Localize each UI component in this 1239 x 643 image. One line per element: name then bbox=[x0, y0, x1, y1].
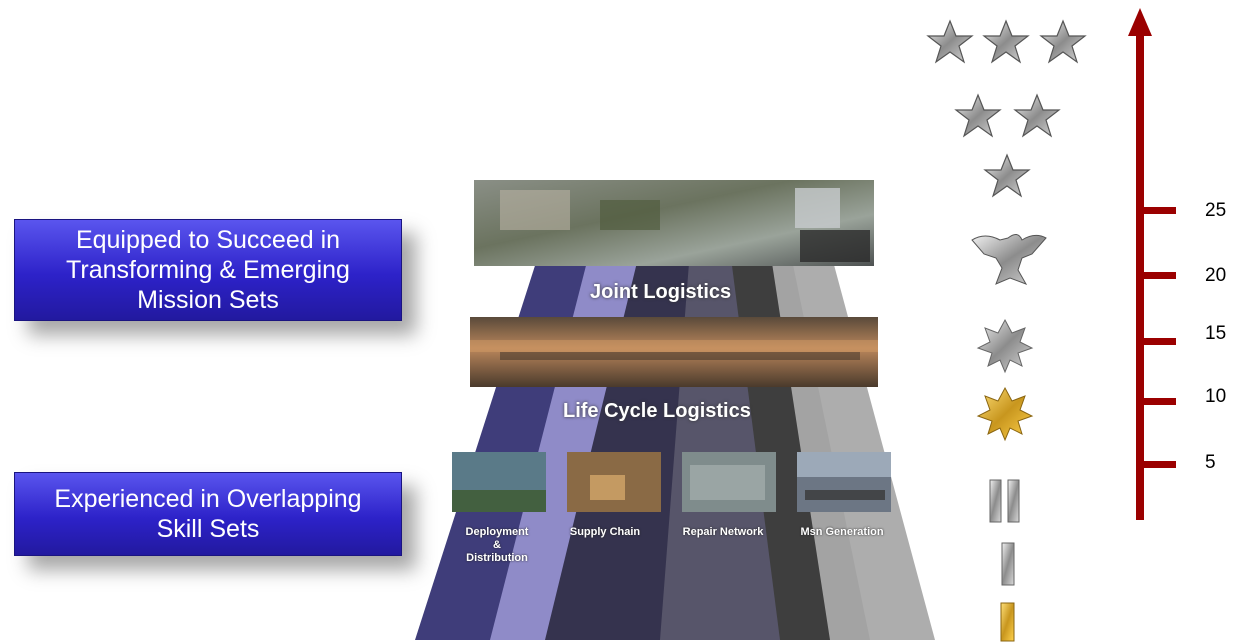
tick-20 bbox=[1140, 272, 1176, 279]
tick-label-10: 10 bbox=[1205, 386, 1227, 407]
gold-bar-insignia bbox=[1000, 602, 1015, 642]
tick-10 bbox=[1140, 398, 1176, 405]
life-cycle-logistics-label: Life Cycle Logistics bbox=[563, 400, 751, 422]
tick-label-20: 20 bbox=[1205, 265, 1227, 286]
gold-oak-leaf-insignia bbox=[976, 386, 1034, 442]
tick-label-5: 5 bbox=[1205, 452, 1216, 473]
mission-sets-text: Equipped to Succeed in Transforming & Em… bbox=[66, 226, 350, 314]
joint-logistics-label: Joint Logistics bbox=[590, 281, 732, 303]
tick-label-25: 25 bbox=[1205, 200, 1227, 221]
silver-bar-insignia bbox=[1001, 542, 1015, 586]
double-bar-insignia bbox=[989, 479, 1020, 523]
skill-repair-network-label: Repair Network bbox=[682, 526, 764, 538]
tick-label-15: 15 bbox=[1205, 323, 1227, 344]
skill-supply-chain-label: Supply Chain bbox=[569, 526, 641, 538]
skill-msn-generation-label: Msn Generation bbox=[800, 526, 884, 538]
tick-5 bbox=[1140, 461, 1176, 468]
mission-sets-box: Equipped to Succeed in Transforming & Em… bbox=[14, 219, 402, 321]
skill-sets-text: Experienced in Overlapping Skill Sets bbox=[54, 485, 362, 543]
skill-deployment-label: Deployment & Distribution bbox=[465, 526, 529, 564]
tick-25 bbox=[1140, 207, 1176, 214]
arrow-head bbox=[1128, 8, 1152, 36]
eagle-insignia bbox=[971, 234, 1047, 285]
silver-oak-leaf-insignia bbox=[976, 318, 1034, 374]
skill-sets-box: Experienced in Overlapping Skill Sets bbox=[14, 472, 402, 556]
tick-15 bbox=[1140, 338, 1176, 345]
